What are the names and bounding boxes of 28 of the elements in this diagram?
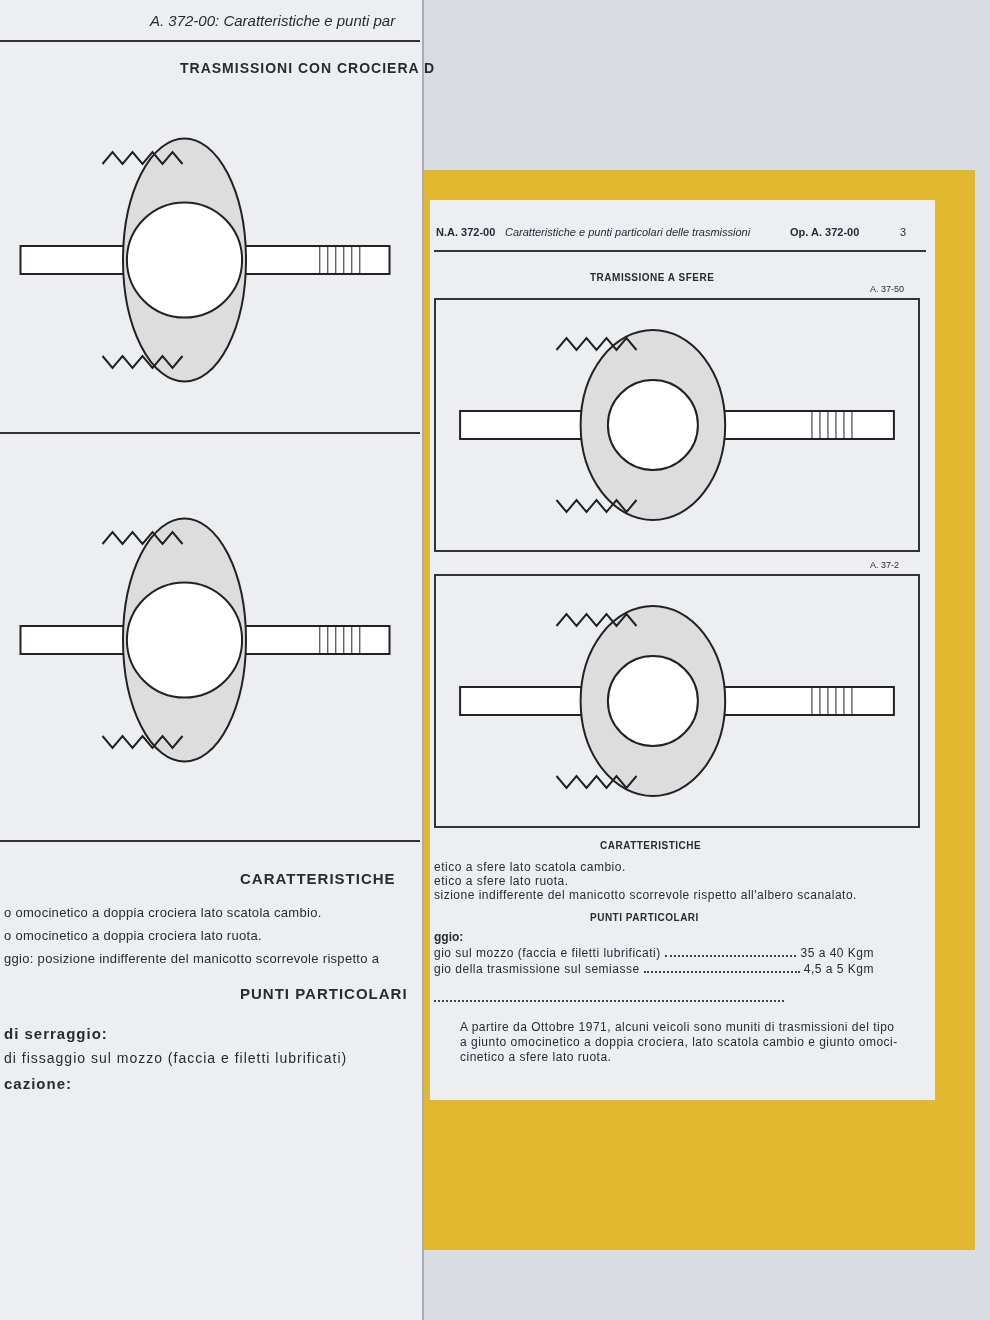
page-header: Caratteristiche e punti particolari delle trasmissioni	[505, 226, 751, 238]
note-paragraph: A partire da Ottobre 1971, alcuni veicoli sono muniti di trasmissioni del tipo a giunto omocinetico a doppia crociera, lato scatola cambio e giunto omoci- cinetico a sfere lato ruota.	[460, 1020, 899, 1065]
section-heading: CARATTERISTICHE	[240, 870, 396, 887]
figure-reference: A. 37-50	[870, 284, 905, 294]
torque-value: 4,5 a 5 Kgm	[803, 962, 874, 976]
page-header: A. 372-00: Caratteristiche e punti par	[150, 12, 396, 29]
page-number: Op. A. 372-00	[790, 226, 860, 238]
spec-line: o omocinetico a doppia crociera lato ruota.	[4, 928, 262, 943]
page-header: N.A. 372-00	[436, 226, 496, 238]
subheading: cazione:	[4, 1075, 72, 1092]
spec-line: etico a sfere lato scatola cambio.	[434, 860, 626, 874]
section-heading: PUNTI PARTICOLARI	[590, 912, 699, 923]
section-heading: CARATTERISTICHE	[600, 840, 702, 851]
spec-line: o omocinetico a doppia crociera lato scatola cambio.	[4, 905, 322, 920]
spec-line: ggio: posizione indifferente del manicotto scorrevole rispetto a	[4, 951, 380, 966]
torque-line: gio sul mozzo (faccia e filetti lubrificati)	[434, 946, 661, 960]
section-heading: TRASMISSIONI CON CROCIERA D	[180, 60, 436, 76]
section-heading: PUNTI PARTICOLARI	[240, 985, 408, 1002]
subheading: ggio:	[434, 930, 464, 944]
subheading: di serraggio:	[4, 1025, 108, 1042]
spec-line: sizione indifferente del manicotto scorrevole rispetto all'albero scanalato.	[434, 888, 857, 902]
figure-reference: A. 37-2	[870, 560, 900, 570]
torque-line: di fissaggio sul mozzo (faccia e filetti lubrificati)	[4, 1050, 348, 1066]
page-number: 3	[900, 226, 907, 238]
torque-line: gio della trasmissione sul semiasse	[434, 962, 640, 976]
spec-line: etico a sfere lato ruota.	[434, 874, 569, 888]
torque-value: 35 a 40 Kgm	[800, 946, 874, 960]
figure-title: TRAMISSIONE A SFERE	[590, 272, 715, 283]
